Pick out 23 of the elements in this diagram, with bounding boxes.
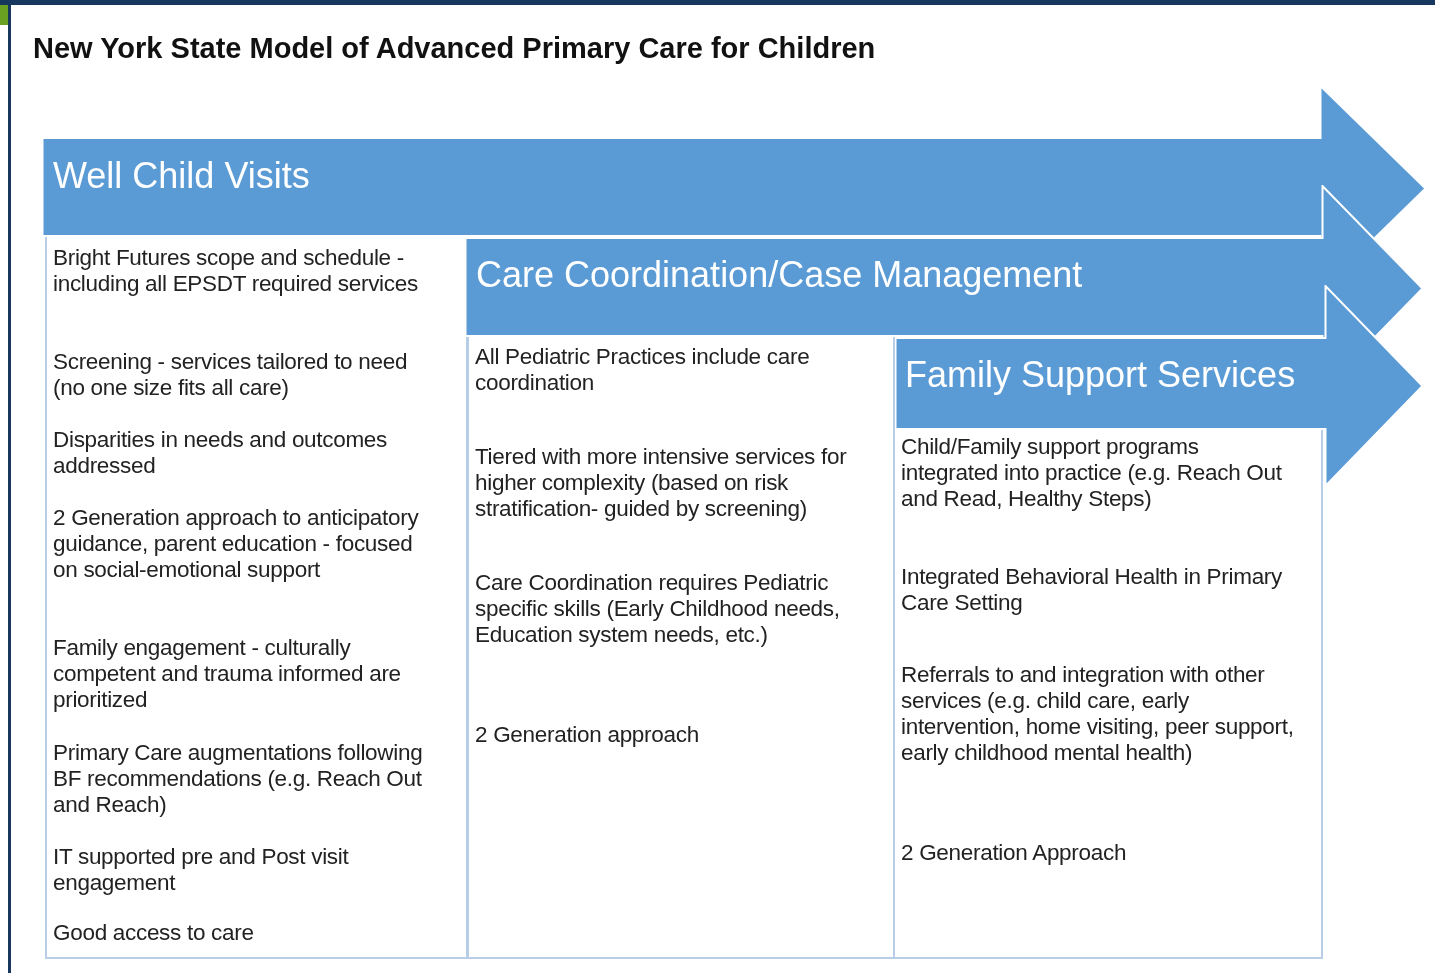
service-text: Good access to care (53, 920, 255, 946)
band-heading: Well Child Visits (53, 156, 310, 196)
column-panel (893, 428, 1323, 959)
service-text: Family engagement - culturally competent and trauma informed are prioritized (53, 635, 402, 713)
service-text: Child/Family support programs integrated into practice (e.g. Reach Out and Read, Healthy Steps) (901, 434, 1283, 512)
service-text: IT supported pre and Post visit engagement (53, 844, 350, 896)
service-text: 2 Generation approach (475, 722, 700, 748)
service-text: Integrated Behavioral Health in Primary Care Setting (901, 564, 1283, 616)
service-text: Primary Care augmentations following BF recommendations (e.g. Reach Out and Reach) (53, 740, 424, 818)
service-text: Screening - services tailored to need (no one size fits all care) (53, 349, 409, 401)
service-text: Care Coordination requires Pediatric specific skills (Early Childhood needs, Education system needs, etc.) (475, 570, 841, 648)
service-text: 2 Generation Approach (901, 840, 1128, 866)
band-heading: Care Coordination/Case Management (476, 255, 1083, 295)
column-panel (467, 335, 895, 959)
service-text: Tiered with more intensive services for higher complexity (based on risk stratification- guided by screening) (475, 444, 848, 522)
service-text: Disparities in needs and outcomes addressed (53, 427, 389, 479)
band-heading: Family Support Services (905, 355, 1296, 395)
service-text: Referrals to and integration with other services (e.g. child care, early intervention, home visiting, peer support, early childhood mental health) (901, 662, 1295, 766)
service-text: All Pediatric Practices include care coordination (475, 344, 811, 396)
service-text: 2 Generation approach to anticipatory guidance, parent education - focused on social-emotional support (53, 505, 420, 583)
diagram-title: New York State Model of Advanced Primary Care for Children (33, 32, 876, 65)
column-panel (45, 235, 468, 959)
service-text: Bright Futures scope and schedule - including all EPSDT required services (53, 245, 419, 297)
